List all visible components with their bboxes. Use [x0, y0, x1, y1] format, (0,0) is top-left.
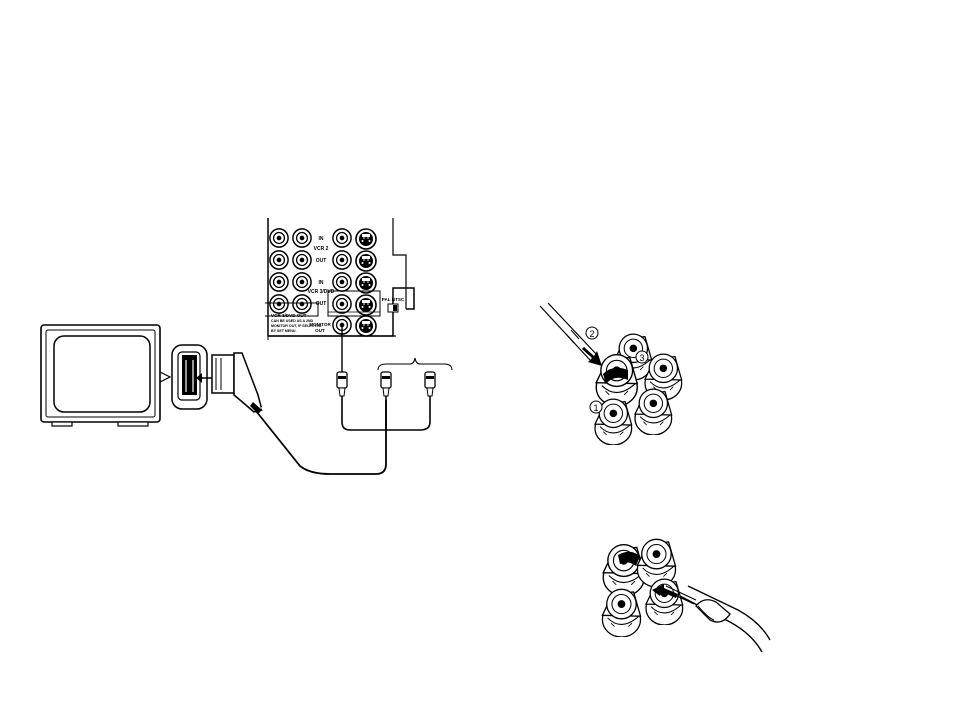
rca-plug-1	[336, 371, 348, 397]
television	[40, 324, 172, 427]
terminal-post-lower-right	[645, 578, 684, 625]
step-2-label: 2	[589, 329, 594, 339]
terminal-post-bottom-right	[634, 388, 673, 435]
wire-insert-arrow-icon	[652, 584, 678, 598]
label-monitor-out-1: MONITOR	[309, 322, 331, 327]
label-vcr3dvd: VCR 3/DVD	[308, 289, 335, 295]
note-line-2: MONITOR OUT, IF SELECTED	[271, 324, 322, 328]
video-cable	[341, 325, 431, 431]
step-3-label: 3	[639, 353, 644, 363]
speaker-terminal-step-figure: 2 3 1	[539, 302, 683, 445]
label-vcr2-in: IN	[319, 236, 324, 242]
label-monitor-out-2: OUT	[315, 328, 325, 333]
terminal-post-front-left	[595, 353, 638, 406]
note-line-3: BY SET MENU.	[271, 329, 297, 333]
terminal-post-lower-left	[601, 588, 642, 637]
cable-brace	[377, 357, 453, 371]
rca-plug-3	[424, 371, 436, 397]
monitor-out-jacks	[332, 315, 377, 337]
speaker-terminal-wire-figure	[601, 538, 771, 653]
step-1-label: 1	[593, 403, 598, 413]
scart-plug	[196, 352, 387, 475]
rear-panel: IN VCR 2 OUT IN VCR 3/DVD OUT VCR 3/DVD …	[265, 218, 415, 340]
rca-plug-2	[380, 371, 392, 397]
insert-arrow-icon	[582, 347, 602, 366]
note-line-1: CAN BE USED AS A 2ND	[271, 319, 314, 323]
pal-ntsc-switch[interactable]	[387, 303, 399, 313]
label-vcr3dvd-out: OUT	[316, 301, 327, 307]
label-vcr2: VCR 2	[314, 246, 329, 252]
label-pal-ntsc: PAL NTSC	[382, 297, 405, 302]
label-vcr3dvd-out-section: VCR 3/DVD OUT	[271, 313, 307, 318]
label-vcr2-out: OUT	[316, 258, 327, 264]
label-vcr3dvd-in: IN	[319, 280, 324, 286]
